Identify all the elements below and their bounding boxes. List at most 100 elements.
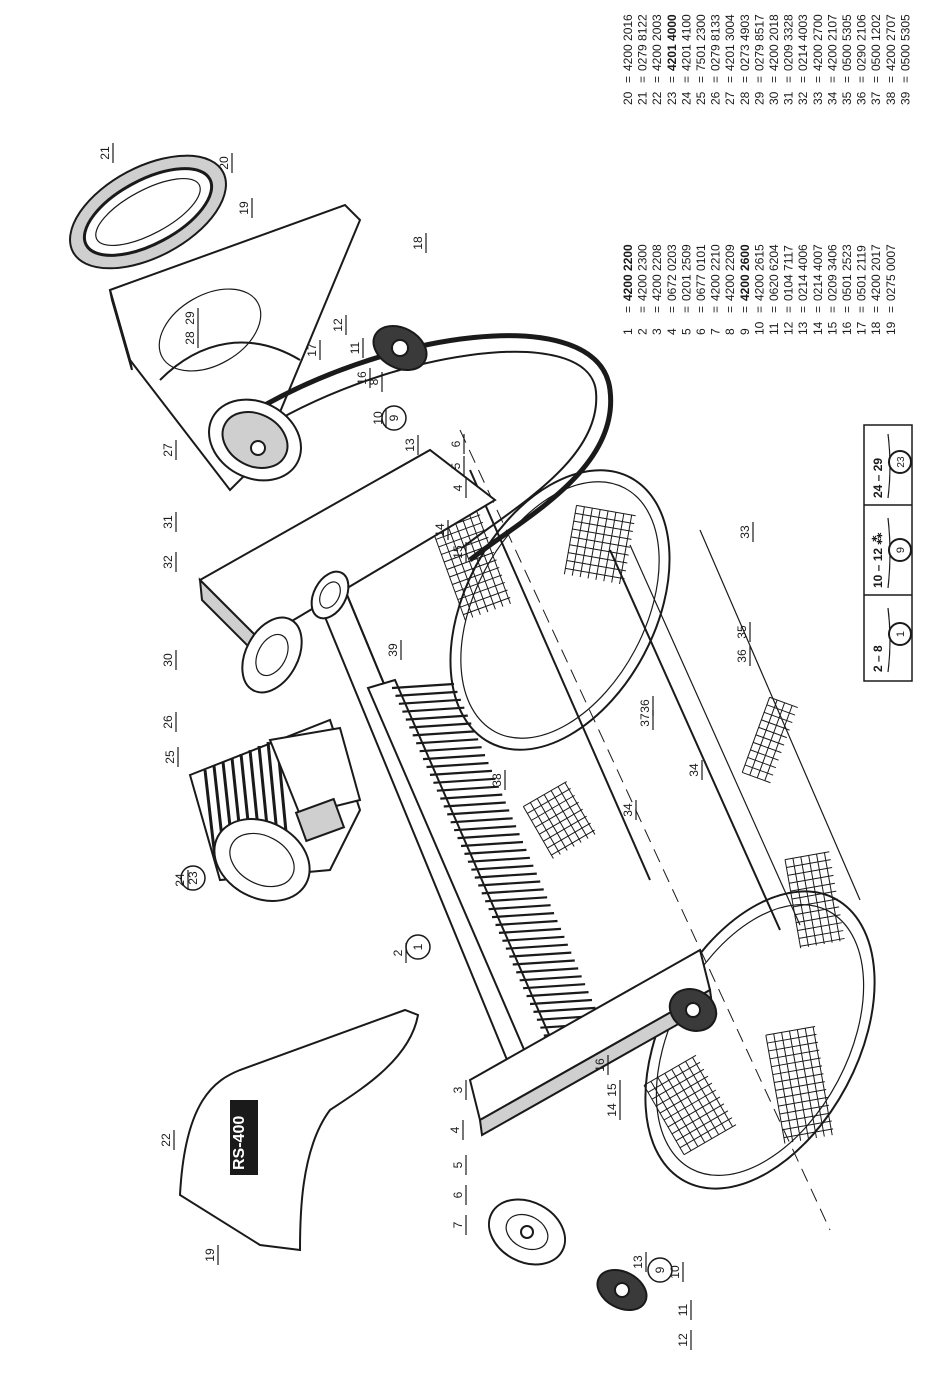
callout-label: 36 [735, 649, 749, 663]
part-eq: = [811, 306, 825, 313]
brush-tooth [433, 777, 496, 784]
part-code: 4200 2208 [650, 244, 664, 301]
part-code: 4200 2615 [752, 244, 766, 301]
part-eq: = [884, 306, 898, 313]
part-eq: = [855, 306, 869, 313]
part-code: 0273 4903 [738, 14, 752, 71]
brush-tooth [454, 825, 517, 832]
brush-tooth [526, 991, 589, 998]
callout-label: 12 [331, 318, 345, 332]
part-eq: = [665, 306, 679, 313]
guard-cover: RS-400 [178, 1008, 420, 1252]
part-eq: = [796, 306, 810, 313]
callout-label: 28 [183, 331, 197, 345]
part-row: 30=4200 2018 [767, 14, 781, 105]
callout-label: 36 [638, 699, 652, 713]
part-code: 4201 3004 [723, 14, 737, 71]
part-eq: = [869, 76, 883, 83]
callout-label: 22 [159, 1133, 173, 1147]
part-eq: = [665, 76, 679, 83]
part-code: 0500 5305 [840, 14, 854, 71]
callout-c17: 17 [305, 340, 321, 360]
bearing-lower [596, 1268, 648, 1312]
part-row: 6=0677 0101 [694, 244, 708, 335]
brush-tooth [426, 761, 489, 769]
svg-text:9: 9 [895, 547, 907, 553]
part-row: 33=4200 2700 [811, 14, 825, 105]
callout-c34a: 34 [621, 800, 637, 820]
part-eq: = [782, 306, 796, 313]
brush-tooth [512, 959, 575, 966]
part-code: 4201 4100 [679, 14, 693, 71]
callout-label: 13 [631, 1255, 645, 1269]
callout-label: 39 [386, 643, 400, 657]
part-number: 11 [767, 322, 781, 335]
part-eq: = [782, 76, 796, 83]
part-number: 13 [796, 321, 810, 335]
part-code: 0620 6204 [767, 244, 781, 301]
callout-c9b: 9 [381, 405, 407, 431]
callout-c11b: 11 [348, 338, 364, 358]
callout-c12a: 12 [676, 1330, 692, 1350]
part-code: 4200 2003 [650, 14, 664, 71]
part-code: 0209 3328 [782, 14, 796, 71]
callout-c9a: 9 [647, 1257, 673, 1283]
part-code: 4200 2700 [811, 14, 825, 71]
part-eq: = [621, 306, 635, 313]
brush-tooth [443, 801, 506, 808]
callout-label: 10 [668, 1265, 682, 1279]
callout-c30: 30 [161, 650, 177, 670]
part-row: 31=0209 3328 [782, 14, 796, 105]
brush-tooth [429, 769, 493, 776]
part-eq: = [738, 306, 752, 313]
callout-label: 23 [186, 871, 200, 885]
callout-label: 20 [217, 156, 231, 170]
callout-label: 14 [433, 523, 447, 537]
callout-label: 11 [676, 1303, 690, 1316]
brush-tooth [402, 706, 465, 713]
part-number: 14 [811, 321, 825, 335]
callout-label: 14 [605, 1103, 619, 1117]
part-eq: = [811, 76, 825, 83]
part-eq: = [679, 306, 693, 313]
callout-label: 26 [161, 715, 175, 729]
callout-c34b: 34 [687, 760, 703, 780]
callout-c6a: 6 [451, 1185, 467, 1205]
brush-tooth [398, 698, 461, 705]
callout-c12b: 12 [331, 315, 347, 335]
callout-label: 4 [448, 1126, 462, 1133]
callout-c22: 22 [159, 1130, 175, 1150]
callout-c25: 25 [163, 747, 179, 767]
part-number: 17 [855, 321, 869, 335]
callout-c16a: 16 [593, 1055, 609, 1075]
brush-tooth [529, 998, 593, 1006]
part-eq: = [840, 306, 854, 313]
gear-cover [69, 154, 227, 270]
part-code: 4200 2209 [723, 244, 737, 301]
part-number: 6 [694, 328, 708, 335]
callout-c35: 35 [735, 622, 751, 642]
callout-label: 34 [687, 763, 701, 777]
callout-label: 1 [411, 943, 425, 950]
part-code: 0201 2509 [679, 244, 693, 301]
callout-label: 25 [163, 750, 177, 764]
part-eq: = [709, 306, 723, 313]
callouts: 1234455667899101011111212131314141515161… [98, 143, 754, 1350]
brush-tooth [523, 983, 586, 990]
bearing-upper [372, 324, 428, 372]
part-eq: = [636, 76, 650, 83]
part-eq: = [694, 76, 708, 83]
callout-c14a: 14 [605, 1100, 621, 1120]
callout-c7: 7 [451, 1215, 467, 1235]
part-code: 4200 2707 [884, 14, 898, 71]
callout-c2: 2 [391, 943, 407, 963]
part-code: 0501 2119 [855, 245, 869, 301]
brush-tooth [405, 714, 468, 721]
part-number: 7 [709, 328, 723, 335]
callout-c36a: 36 [735, 646, 751, 666]
part-eq: = [752, 306, 766, 313]
part-row: 18=4200 2017 [869, 244, 883, 335]
